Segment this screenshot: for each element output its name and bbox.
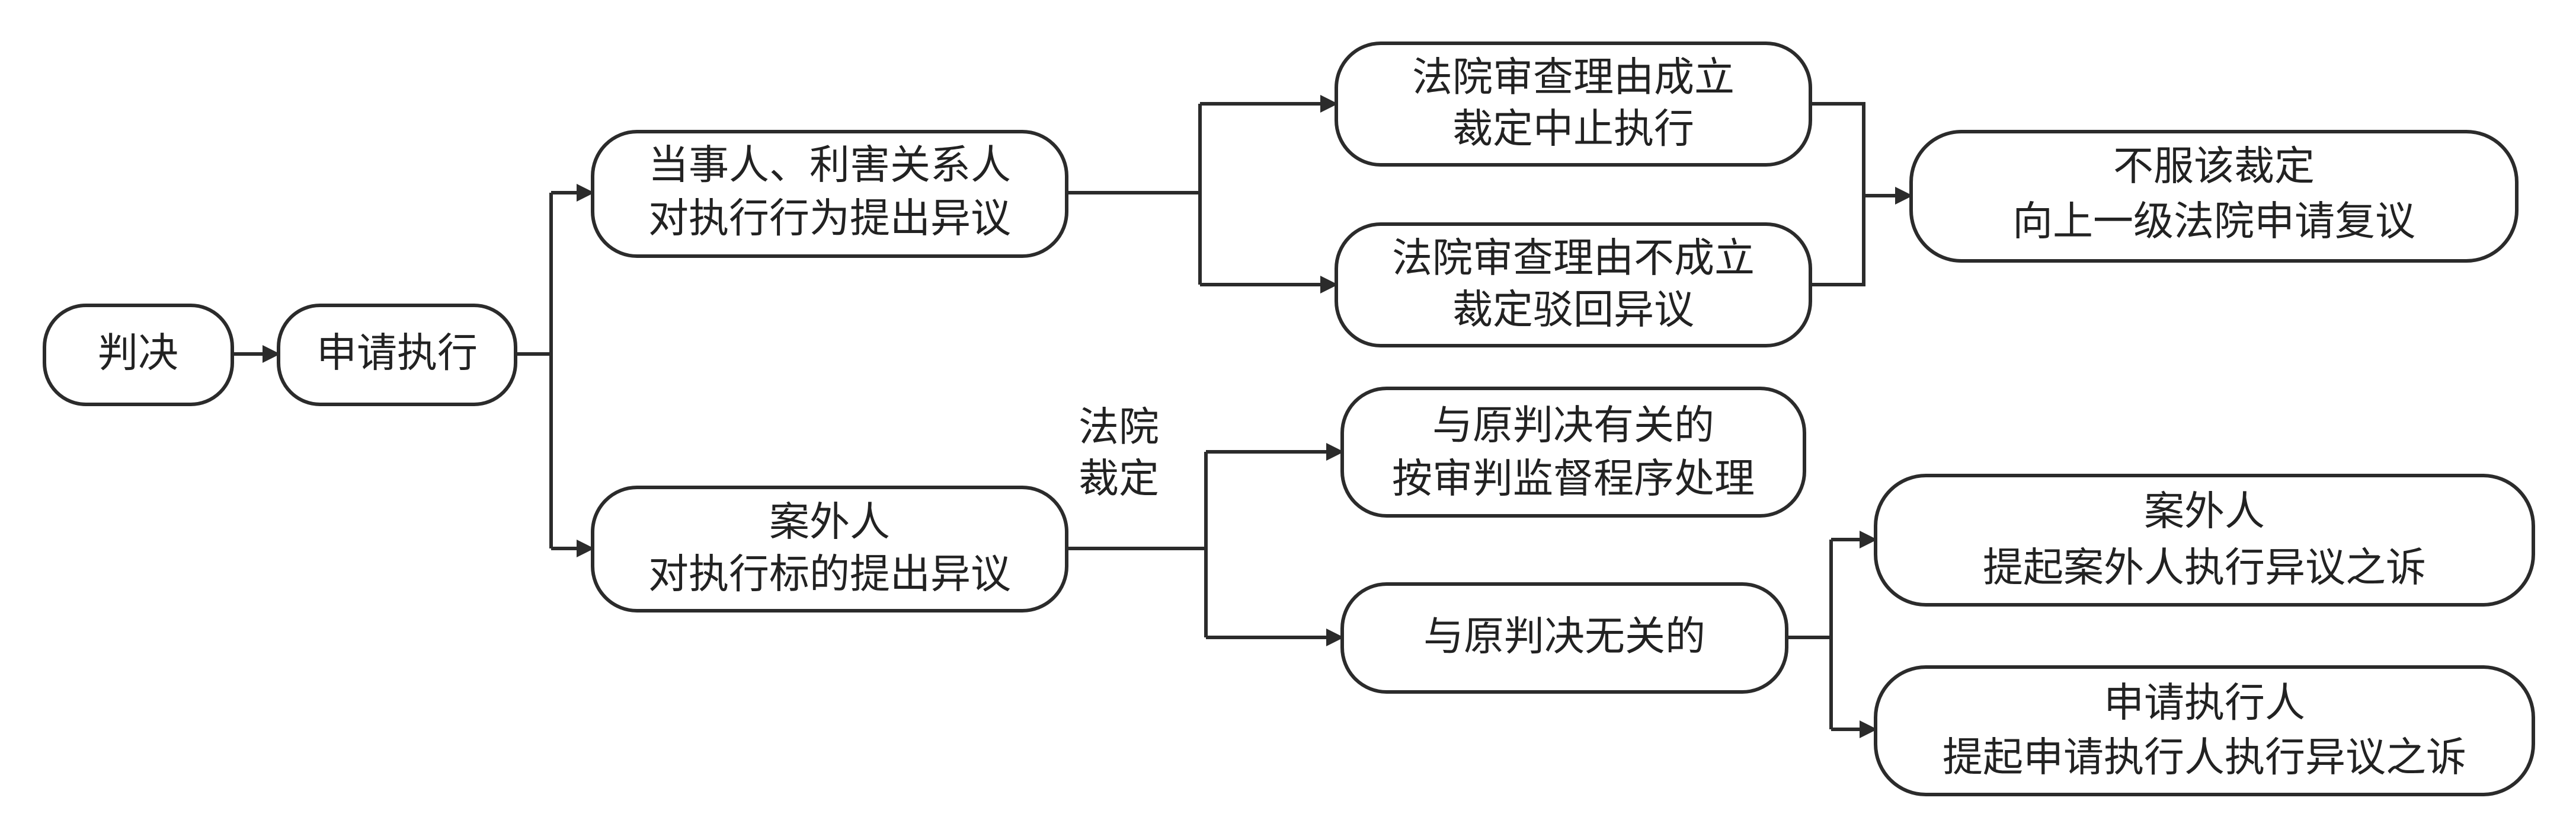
node-related-to-judgment-line2: 按审判监督程序处理 xyxy=(1392,456,1755,503)
node-apply-execution-text: 申请执行 xyxy=(316,330,478,377)
edge-party-trunk xyxy=(1067,104,1202,285)
edge-unrelated-trunk xyxy=(1787,540,1833,729)
edge-apply-trunk xyxy=(516,193,553,548)
node-applicant-lawsuit-line2: 提起申请执行人执行异议之诉 xyxy=(1943,735,2466,781)
node-court-reason-valid-line2: 裁定中止执行 xyxy=(1452,106,1694,153)
node-party-objection: 当事人、利害关系人 对执行行为提出异议 xyxy=(591,130,1068,258)
node-outsider-objection-line2: 对执行标的提出异议 xyxy=(648,551,1011,598)
node-outsider-objection-line1: 案外人 xyxy=(769,499,890,546)
edge-results-merge xyxy=(1810,102,1865,286)
node-applicant-lawsuit: 申请执行人 提起申请执行人执行异议之诉 xyxy=(1874,665,2535,796)
node-related-to-judgment-line1: 与原判决有关的 xyxy=(1432,403,1714,449)
edge-label-court-ruling-line1: 法院 xyxy=(1079,404,1159,451)
node-applicant-lawsuit-line1: 申请执行人 xyxy=(2104,680,2305,727)
node-party-objection-line1: 当事人、利害关系人 xyxy=(648,142,1011,189)
node-appeal-review: 不服该裁定 向上一级法院申请复议 xyxy=(1909,130,2519,263)
node-outsider-lawsuit: 案外人 提起案外人执行异议之诉 xyxy=(1874,474,2535,607)
node-court-reason-invalid-line2: 裁定驳回异议 xyxy=(1452,287,1694,334)
node-court-reason-valid-line1: 法院审查理由成立 xyxy=(1412,55,1735,101)
node-party-objection-line2: 对执行行为提出异议 xyxy=(648,196,1011,243)
node-unrelated-to-judgment-line1: 与原判决无关的 xyxy=(1423,614,1705,661)
node-judgment-text: 判决 xyxy=(98,330,178,377)
node-appeal-review-line2: 向上一级法院申请复议 xyxy=(2012,199,2415,245)
node-related-to-judgment: 与原判决有关的 按审判监督程序处理 xyxy=(1340,387,1806,518)
connectors xyxy=(232,95,1913,738)
edge-outsider-trunk xyxy=(1067,452,1208,637)
node-unrelated-to-judgment: 与原判决无关的 xyxy=(1340,582,1788,694)
edge-label-court-ruling-line2: 裁定 xyxy=(1079,456,1159,503)
node-court-reason-valid: 法院审查理由成立 裁定中止执行 xyxy=(1335,42,1812,167)
node-outsider-lawsuit-line2: 提起案外人执行异议之诉 xyxy=(1983,545,2426,592)
node-outsider-objection: 案外人 对执行标的提出异议 xyxy=(591,486,1068,612)
node-appeal-review-line1: 不服该裁定 xyxy=(2113,143,2315,190)
node-court-reason-invalid-line1: 法院审查理由不成立 xyxy=(1392,235,1755,282)
node-judgment: 判决 xyxy=(43,304,234,406)
node-apply-execution: 申请执行 xyxy=(277,304,517,406)
node-court-reason-invalid: 法院审查理由不成立 裁定驳回异议 xyxy=(1335,222,1812,347)
node-outsider-lawsuit-line1: 案外人 xyxy=(2144,489,2265,535)
